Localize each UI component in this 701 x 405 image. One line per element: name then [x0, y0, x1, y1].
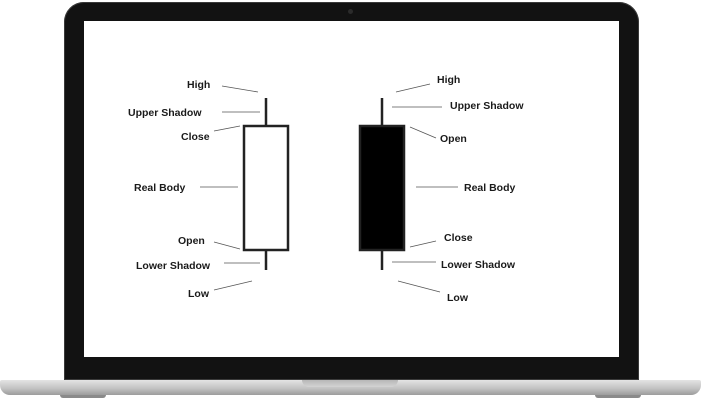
bullish-label-upper-shadow: Upper Shadow — [128, 107, 202, 119]
bullish-real-body — [242, 124, 290, 252]
bearish-candle: High Upper Shadow Open Real Body Close L… — [358, 74, 524, 304]
laptop-notch — [302, 380, 398, 387]
bullish-label-close: Close — [181, 131, 210, 143]
bearish-leader-high — [395, 83, 431, 93]
bearish-label-high: High — [437, 74, 460, 86]
bearish-leader-close — [409, 240, 437, 248]
bearish-real-body — [358, 124, 406, 252]
bearish-label-lower-shadow: Lower Shadow — [441, 259, 516, 271]
bearish-label-upper-shadow: Upper Shadow — [450, 100, 524, 112]
camera-icon — [348, 9, 353, 14]
laptop-base — [0, 380, 701, 395]
laptop-foot-right — [595, 395, 641, 398]
bullish-candle: High Upper Shadow Close Real Body Open L… — [128, 79, 290, 300]
bearish-label-low: Low — [447, 292, 469, 304]
bearish-label-real-body: Real Body — [464, 182, 516, 194]
bullish-label-high: High — [187, 79, 210, 91]
bullish-label-low: Low — [188, 288, 210, 300]
bullish-label-real-body: Real Body — [134, 182, 186, 194]
bullish-leader-open — [213, 241, 241, 250]
bearish-leader-open — [409, 126, 437, 139]
bullish-label-open: Open — [178, 235, 205, 247]
bearish-leader-low — [397, 280, 441, 293]
bearish-label-open: Open — [440, 133, 467, 145]
bullish-leader-low — [213, 280, 253, 291]
bearish-label-close: Close — [444, 232, 473, 244]
bullish-label-lower-shadow: Lower Shadow — [136, 260, 211, 272]
bullish-leader-high — [221, 85, 259, 93]
laptop-foot-left — [60, 395, 106, 398]
laptop-screen — [84, 21, 619, 357]
bullish-leader-close — [213, 125, 241, 132]
